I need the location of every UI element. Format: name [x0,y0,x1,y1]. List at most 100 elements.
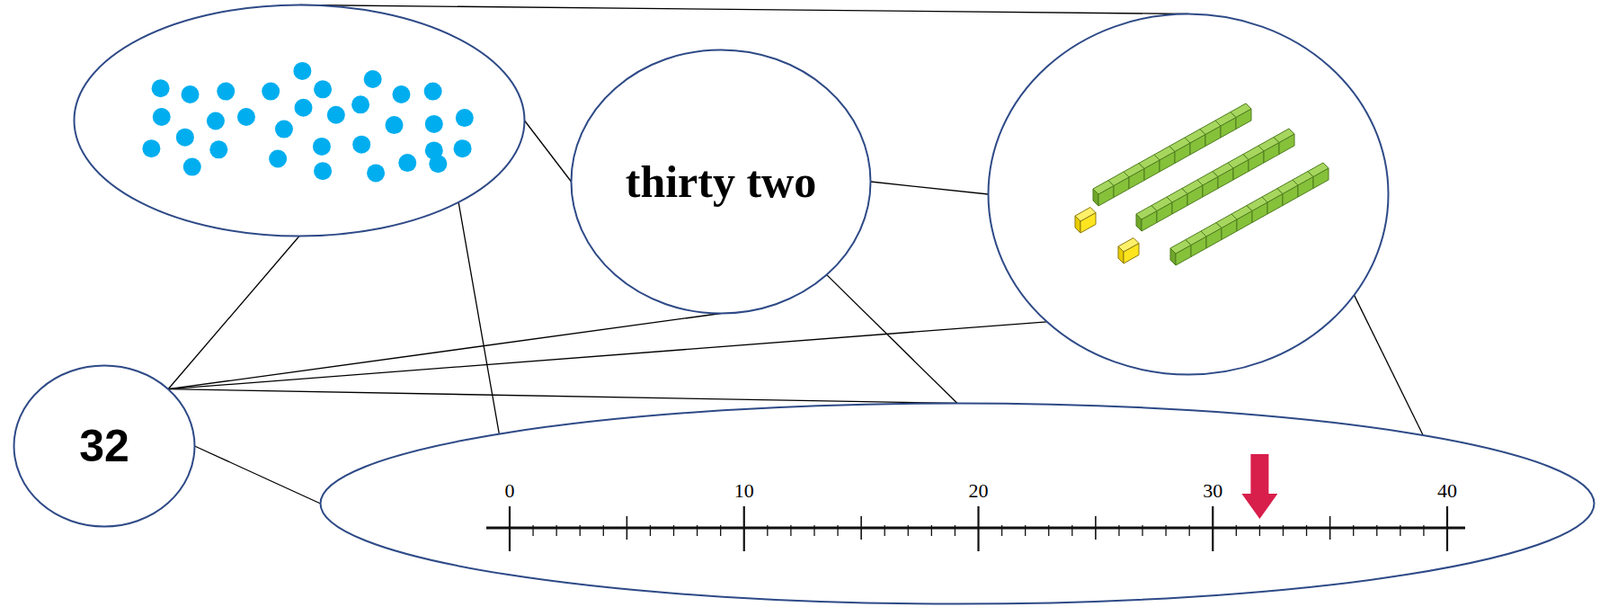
tick-mark [931,524,933,536]
cube-top [1273,128,1295,143]
number-line-axis [486,526,1466,530]
counting-dot [455,108,474,127]
counting-dot [351,95,370,114]
tick-mark [1376,524,1378,536]
number-word: thirty two [625,157,817,207]
ellipse-border [571,50,872,314]
dots-illustration [72,3,526,238]
ellipse-outline [319,401,1596,605]
counting-dot [313,80,332,98]
counting-dot [293,62,312,80]
numeral: 32 [79,421,130,472]
tick-mark [1399,524,1401,536]
counting-dot [183,158,202,177]
counting-dot [391,85,410,104]
counting-dot [352,135,371,154]
tick-mark [884,524,886,536]
counting-dot [209,140,228,159]
counting-dot [313,161,332,180]
tick-mark [1189,524,1191,536]
counting-dot [152,107,171,126]
tick-mark [836,524,838,536]
tick-mark [626,515,629,540]
tick-mark [1048,524,1049,536]
tick-mark [1329,515,1332,540]
connector-line [458,202,499,435]
tick-mark [1446,506,1449,552]
counting-dot [181,85,200,104]
counting-dot [206,112,225,131]
connector-line [168,389,958,404]
counting-dot [268,150,287,169]
label-circle: 32 [12,364,196,528]
ellipse-border [14,365,196,527]
counting-dot [424,82,443,101]
counting-dot [237,107,256,126]
picture-ellipse [72,3,526,238]
tick-label: 40 [1437,480,1458,501]
cube-top [1307,162,1329,178]
tick-mark [1118,524,1120,536]
counting-dot [216,82,235,101]
tick-mark [1071,524,1073,536]
tick-mark [696,524,698,536]
tick-mark [1094,515,1097,540]
red-pointer-arrow [1241,453,1278,519]
label-circle: thirty two [569,48,872,315]
picture-ellipse [986,12,1390,376]
counting-dot [425,115,444,134]
counting-dot [453,139,472,158]
counting-dot [261,82,280,101]
tick-mark [954,524,956,536]
tick-mark [1259,524,1261,536]
tick-label: 30 [1202,480,1223,501]
tick-mark [1164,524,1166,536]
tick-mark [508,506,511,552]
connector-line [1353,294,1423,436]
tick-mark [649,524,651,536]
tick-mark [1422,524,1424,536]
tick-label: 10 [734,480,755,501]
tick-mark [1024,524,1026,536]
counting-dot [398,153,417,172]
connector-line [524,120,572,182]
connector-line [168,236,300,390]
tick-label: 20 [968,480,989,501]
tick-mark [977,506,979,552]
tick-label: 0 [505,480,516,501]
counting-dot [312,137,331,156]
tick-mark [1235,524,1237,536]
tick-mark [1352,524,1354,536]
counting-dot [366,163,385,182]
connector-line [871,181,989,195]
tick-mark [1141,524,1143,536]
counting-dot [428,154,447,173]
ellipse-border [74,5,525,237]
counting-dot [364,70,383,89]
tick-mark [743,506,746,552]
connector-line [299,5,1189,15]
tick-mark [1282,524,1284,536]
tick-mark [532,524,534,536]
counting-dot [385,115,404,134]
tick-mark [766,524,768,536]
tick-mark [790,524,792,536]
counting-dot [327,106,346,125]
tick-mark [556,524,558,536]
number-line-ellipse: 0 10 20 30 40 [319,401,1596,605]
ellipse-border [988,14,1389,375]
cube-top [1230,103,1252,118]
tick-mark [720,524,721,536]
ellipse-border [320,403,1595,605]
counting-dot [294,98,313,117]
cube-top [1075,207,1096,223]
connector-line [826,275,958,404]
counting-dot [176,128,195,147]
tick-mark [1211,506,1214,552]
cube-top [1118,238,1139,253]
connector-line [168,313,721,390]
tick-mark [1001,524,1003,536]
connector-line [195,445,321,504]
connector-line [168,321,1048,390]
